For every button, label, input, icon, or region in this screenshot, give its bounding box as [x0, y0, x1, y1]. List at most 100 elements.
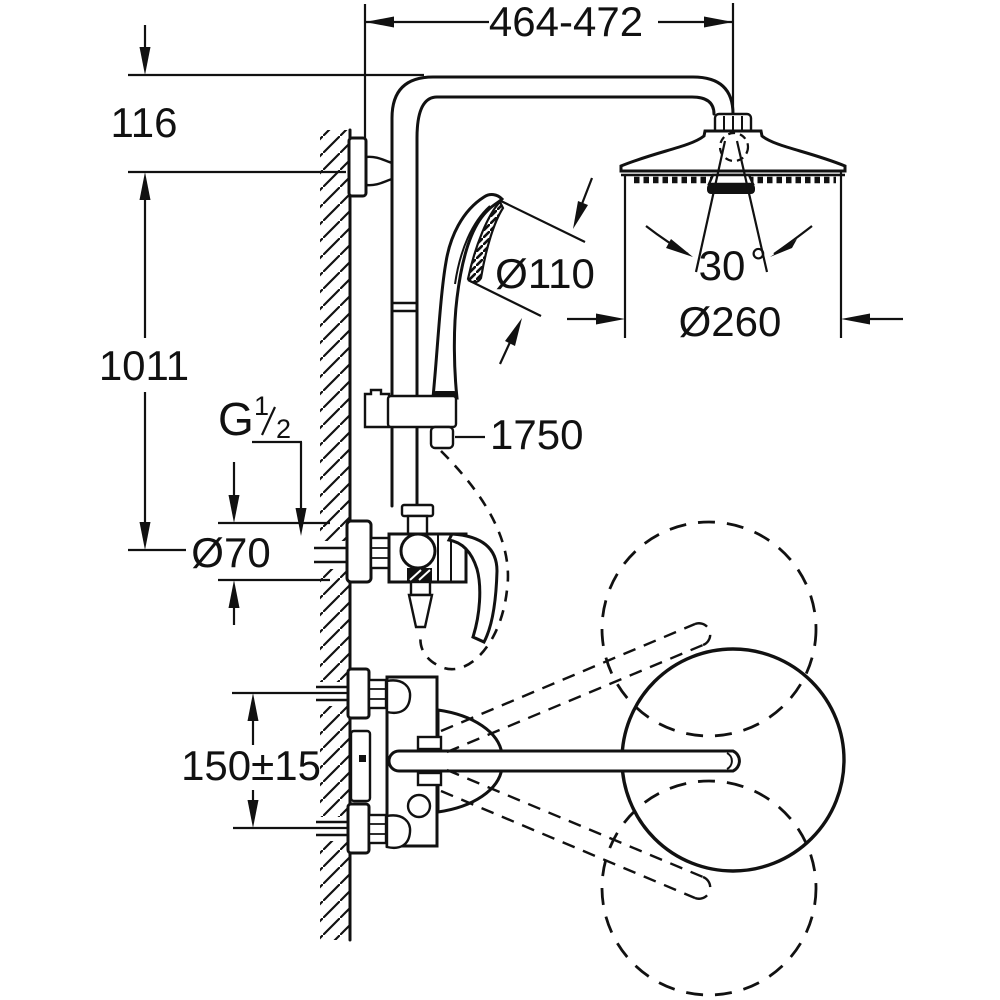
thread-numerator: 1: [254, 391, 269, 421]
head-offset-value: 116: [111, 99, 178, 146]
holder-clamp-knob: [363, 388, 391, 429]
shower-rail-and-arm: [347, 75, 735, 508]
arrowhead: [704, 16, 733, 28]
holder-block: [386, 394, 458, 429]
label-hose-length: 1750: [455, 411, 583, 458]
hand-shower: [431, 193, 505, 401]
ball-joint-dashed: [718, 131, 750, 163]
thread-denominator: 2: [276, 414, 291, 444]
hex-nut-bottom: [367, 813, 388, 845]
aerator-knurl: [418, 569, 431, 581]
rotated-arm-lower-line: [440, 789, 696, 900]
arrowhead: [770, 239, 797, 257]
spray-angle-value: 30: [699, 242, 746, 289]
trumpet-nut-lower: [416, 771, 443, 787]
angle-arrow-right-curve: [773, 225, 813, 255]
rail-height-value: 1011: [99, 342, 189, 389]
supply-mask: [314, 541, 350, 569]
label-thread-size: G 1 2: [218, 391, 307, 536]
rotated-arm-lower-line: [446, 768, 704, 879]
pipe-inner-line: [415, 95, 716, 508]
aerator-band: [407, 568, 432, 582]
center-wall-plate: [349, 729, 372, 803]
arrowhead: [596, 313, 625, 325]
top-width-value: 464-472: [489, 0, 643, 45]
spout-arm: [387, 749, 741, 773]
dim-head-offset: 116: [111, 25, 424, 174]
arrowhead: [365, 16, 394, 28]
mixer-lever-handle: [446, 532, 499, 644]
wall-bracket-arm: [365, 155, 393, 165]
wall-bracket-plate: [347, 136, 368, 198]
escutcheon-top: [346, 667, 371, 720]
thread-prefix: G: [218, 393, 254, 445]
rotated-arm-upper-line: [440, 622, 696, 733]
eccentric-union-bottom: [385, 814, 412, 849]
arrow-shaft: [499, 339, 512, 365]
arrowhead: [841, 313, 870, 325]
arrowhead: [247, 693, 259, 721]
wall-bracket-arm: [365, 177, 393, 187]
hose-connector-stub: [429, 425, 455, 450]
center-spray-nozzle: [707, 184, 755, 194]
head-shower-dome: [619, 129, 847, 173]
arrowhead: [139, 172, 151, 200]
dim-rail-height: 1011: [99, 172, 189, 552]
eccentric-union-top: [385, 679, 412, 714]
rotated-arm-upper-line: [446, 643, 704, 754]
plate-screw: [359, 755, 366, 762]
aerator-knurl: [409, 569, 422, 581]
arrowhead: [247, 800, 259, 828]
swivel-circle-upper-dashed: [600, 520, 818, 738]
bath-spout-unit: [316, 622, 741, 900]
hex-nut-top: [367, 678, 388, 710]
degree-symbol: °: [750, 239, 767, 286]
wall-hatching: [320, 130, 350, 940]
arrowhead: [139, 47, 151, 75]
spout-arm-end-detail: [726, 752, 733, 770]
arrowhead: [666, 239, 693, 257]
spray-angle-indicator: 30 °: [645, 140, 813, 289]
hose-outlet-cone: [407, 593, 434, 629]
connection-spacing-value: 150±15: [181, 742, 321, 789]
arrowhead: [139, 522, 151, 550]
arrowhead: [228, 495, 240, 523]
hand-shower-diameter-value: Ø110: [495, 250, 595, 297]
head-shower: [619, 112, 847, 194]
hose-outlet: [409, 580, 432, 597]
rotated-arm-upper-cap: [694, 622, 712, 647]
hand-shower-holder: [363, 388, 510, 671]
dim-connection-spacing: 150±15: [181, 691, 349, 830]
trumpet-nut-upper: [416, 735, 443, 751]
angle-line-left: [694, 140, 727, 273]
dim-top-width: 464-472: [363, 0, 735, 138]
arrowhead: [505, 318, 522, 346]
arrowhead: [573, 201, 588, 229]
dim-head-diameter: Ø260: [567, 170, 903, 345]
mixer-escutcheon: [345, 519, 373, 584]
mixer-cartridge-ball: [399, 532, 437, 570]
hand-shower-rim-line: [454, 205, 491, 285]
shower-mixer: [314, 503, 499, 644]
dim-hand-shower-diameter: Ø110: [467, 177, 595, 365]
swivel-circle-lower-dashed: [600, 779, 818, 997]
arrowhead: [228, 580, 240, 608]
rotated-arm-lower-cap: [694, 875, 712, 900]
riser-flange: [400, 503, 435, 518]
extension-line: [467, 279, 542, 317]
mixer-hex-nut: [369, 536, 391, 570]
angle-line-right: [735, 140, 769, 273]
head-diameter-value: Ø260: [679, 298, 782, 345]
fraction-slash: [261, 406, 276, 436]
shower-hose-dashed: [419, 450, 510, 671]
body-screw-hole: [406, 793, 432, 819]
pipe-outer-line: [390, 75, 735, 508]
center-nozzle-collar: [707, 173, 755, 186]
dim-escutcheon-diameter: Ø70: [191, 462, 330, 625]
riser-stub: [406, 514, 429, 537]
extension-line: [500, 200, 586, 243]
spout-arm-rotated-dashed: [440, 622, 712, 900]
escutcheon-diameter-value: Ø70: [191, 529, 270, 576]
